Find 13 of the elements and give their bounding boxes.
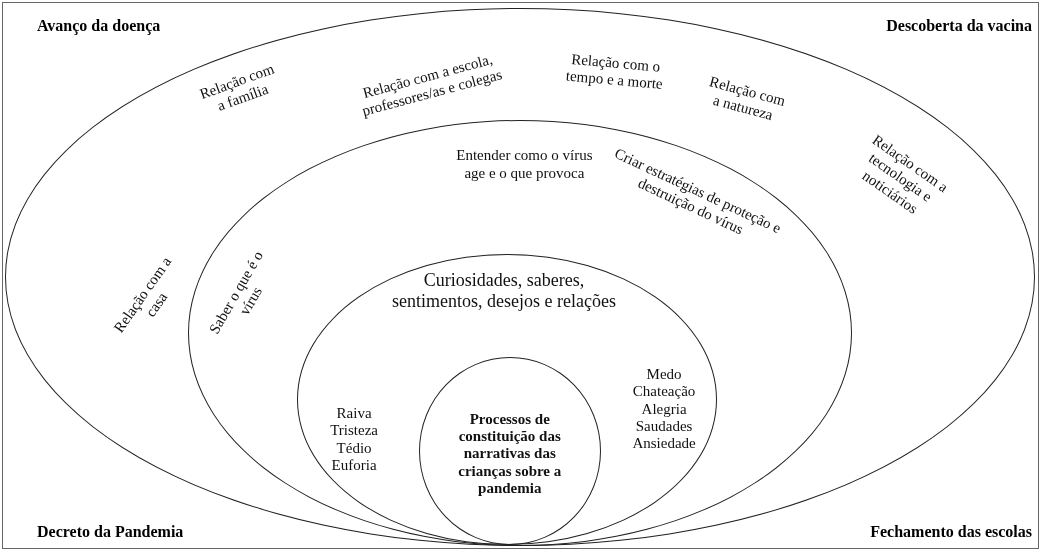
ring-text: Raiva Tristeza Tédio Euforia xyxy=(329,404,379,474)
corner-label: Avanço da doença xyxy=(37,17,161,35)
ring-text: Entender como o vírus age e o que provoca xyxy=(455,147,594,182)
ring-text: Relação com a natureza xyxy=(706,72,788,126)
corner-label: Decreto da Pandemia xyxy=(37,523,184,541)
ring-text: Processos de constituição das narrativas das crianças sobre a pandemia xyxy=(457,410,563,497)
ring-text: Relação com a família xyxy=(196,59,277,116)
ellipse-ring xyxy=(297,254,718,546)
corner-label: Descoberta da vacina xyxy=(886,17,1032,35)
corner-label: Fechamento das escolas xyxy=(870,523,1032,541)
ring-text: Relação com o tempo e a morte xyxy=(563,49,664,94)
ring-text: Curiosidades, saberes, sentimentos, desejos e relações xyxy=(391,270,618,312)
ring-text: Medo Chateação Alegria Saudades Ansiedade xyxy=(631,365,697,453)
